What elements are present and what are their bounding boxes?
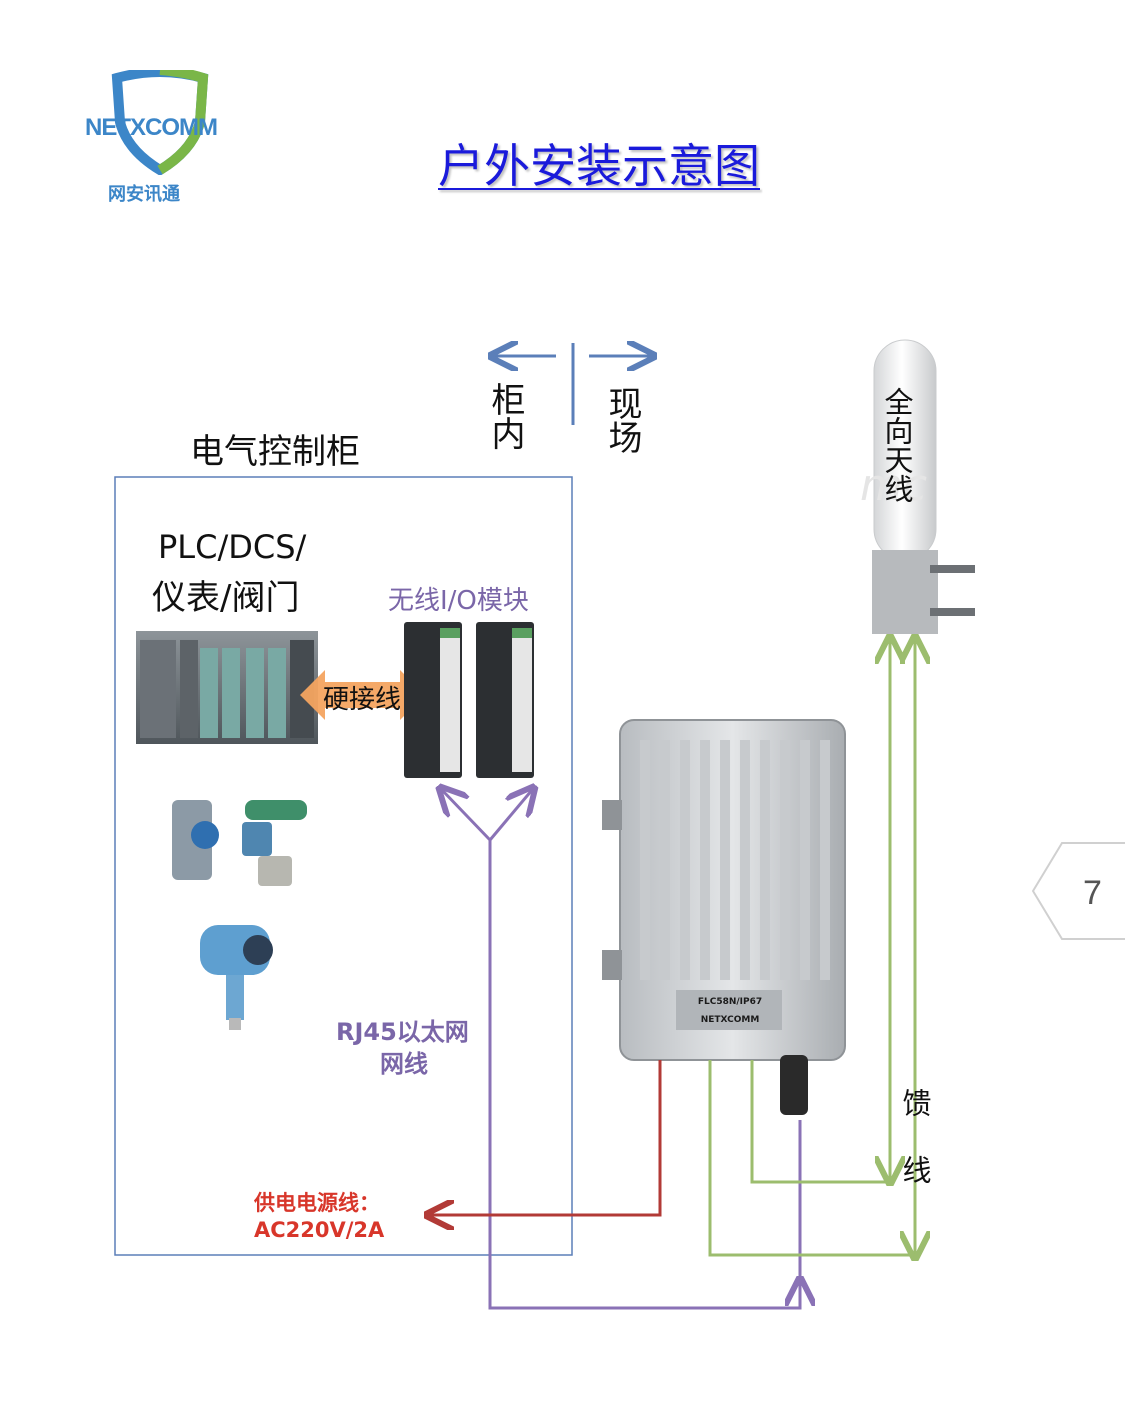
rj45-line xyxy=(442,790,800,1310)
antenna-image xyxy=(872,339,975,634)
plc-label-line1: PLC/DCS/ xyxy=(158,528,307,566)
antenna-label: 全向天线 xyxy=(880,387,914,503)
inside-label: 柜内 xyxy=(485,382,525,450)
device-model-label: FLC58N/IP67 xyxy=(698,997,762,1007)
io-module-image xyxy=(404,622,534,778)
hardwire-arrow xyxy=(300,670,425,720)
page-title: 户外安装示意图 xyxy=(438,139,760,193)
power-label-line2: AC220V/2A xyxy=(254,1218,385,1242)
hardwire-label: 硬接线 xyxy=(323,685,402,715)
shield-logo-icon xyxy=(111,70,209,175)
power-line xyxy=(430,1060,662,1215)
wireless-io-label: 无线I/O模块 xyxy=(388,586,529,616)
device-brand-label: NETXCOMM xyxy=(701,1015,760,1025)
page-tab-shape xyxy=(1032,842,1125,940)
page-number: 7 xyxy=(1083,874,1102,912)
logo-brand-cn: 网安讯通 xyxy=(108,184,180,205)
rj45-label-line2: 网线 xyxy=(380,1050,428,1078)
cabinet-label: 电气控制柜 xyxy=(190,432,360,472)
power-label-line1: 供电电源线： xyxy=(254,1191,380,1215)
control-cabinet-box xyxy=(114,476,573,1256)
logo-brand-en: NETXCOMM xyxy=(85,114,218,141)
feeder-label: 馈线 xyxy=(898,1088,932,1222)
valve-image xyxy=(172,800,307,886)
watermark-text: mc xyxy=(860,460,927,511)
feeder-line xyxy=(708,640,915,1255)
pressure-transmitter-image xyxy=(200,925,273,1030)
rj45-label-line1: RJ45以太网 xyxy=(336,1018,469,1046)
outdoor-enclosure-image xyxy=(602,719,846,1115)
inside-field-divider xyxy=(494,343,651,425)
plc-label-line2: 仪表/阀门 xyxy=(152,578,300,618)
field-label: 现场 xyxy=(602,386,642,454)
plc-rack-image xyxy=(136,631,318,744)
